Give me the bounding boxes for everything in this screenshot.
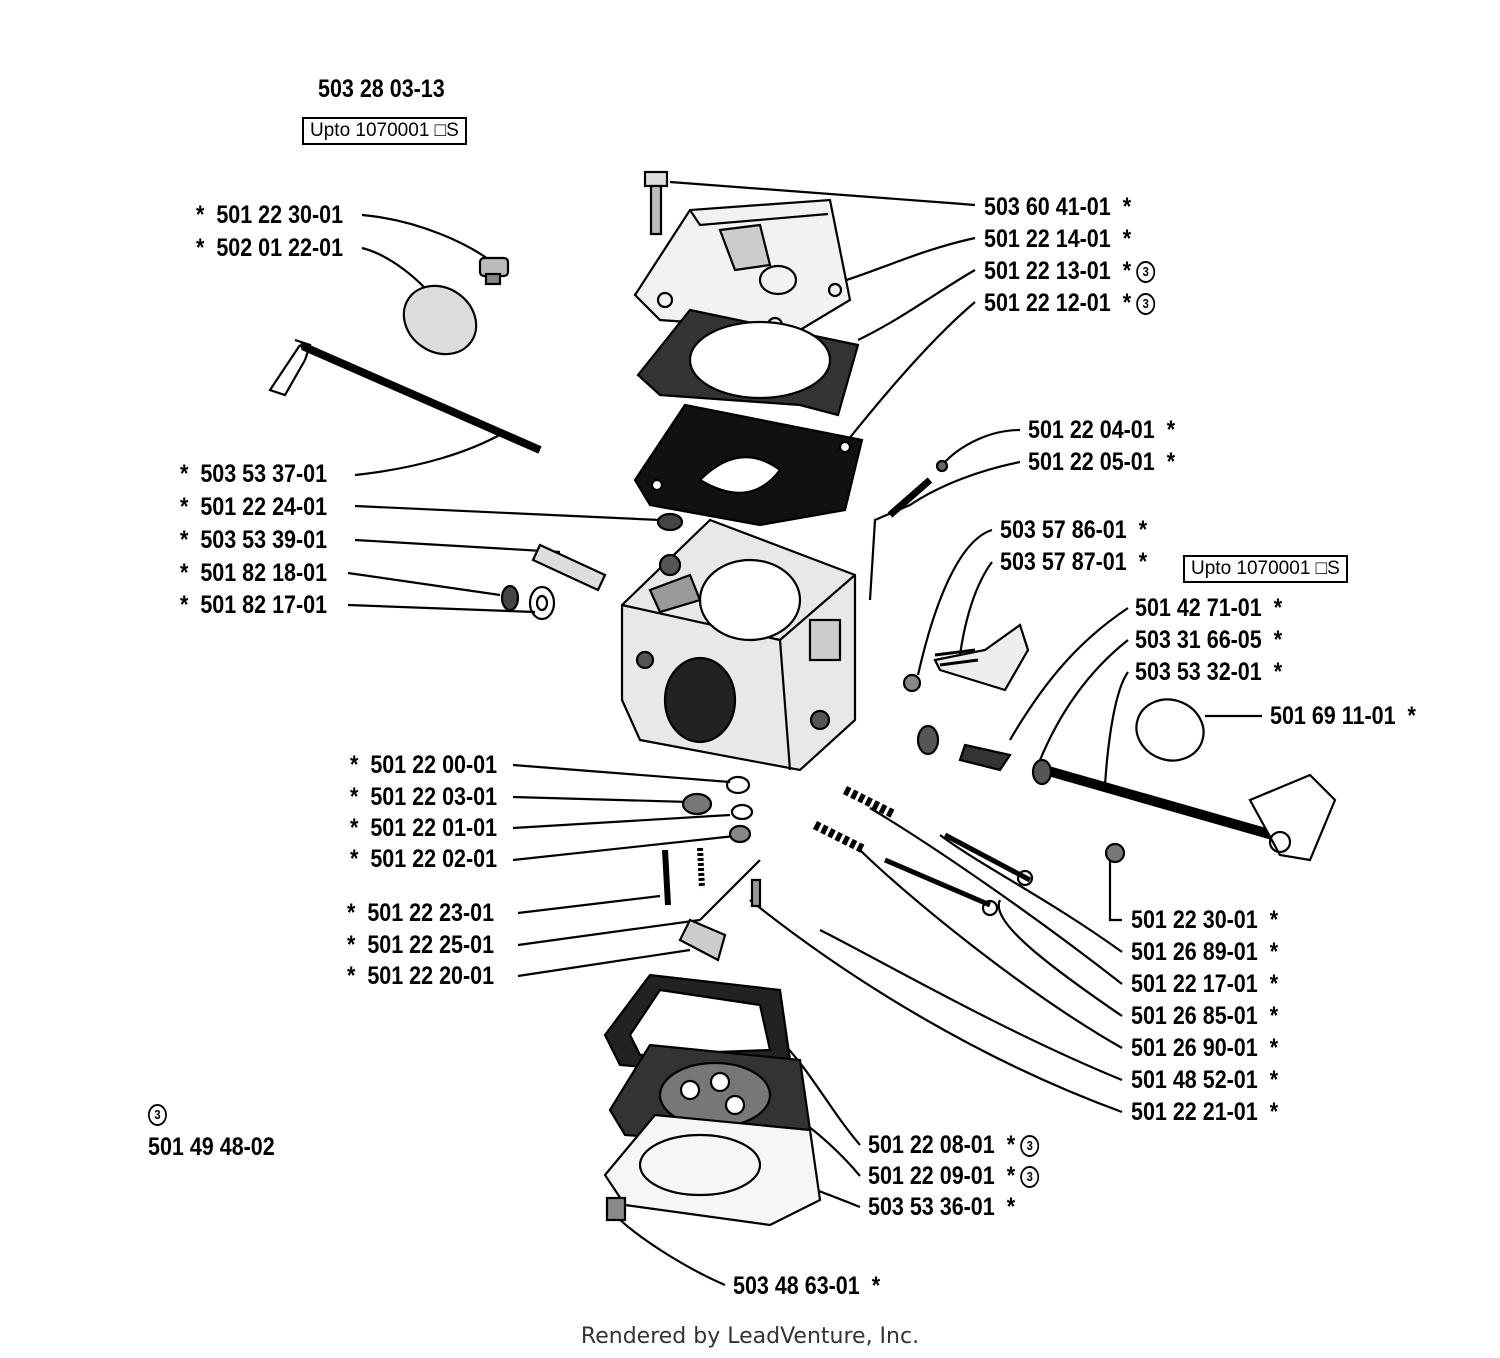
pump-gasket	[633, 403, 864, 527]
part-label[interactable]: 501 69 11-01 *	[1270, 702, 1416, 730]
marker-symbol: 3	[148, 1104, 167, 1127]
part-label[interactable]: * 502 01 22-01	[196, 234, 344, 262]
left-washers	[500, 512, 684, 621]
part-label[interactable]: * 503 53 37-01	[180, 460, 328, 488]
part-label[interactable]: 501 22 04-01 *	[1028, 416, 1176, 444]
serial-range-note: Upto 1070001 □S	[302, 117, 467, 145]
part-label[interactable]: 501 22 05-01 *	[1028, 448, 1176, 476]
repair-kit-number: 501 49 48-02	[148, 1133, 275, 1161]
part-label[interactable]: 503 48 63-01 *	[733, 1272, 881, 1300]
marker-symbol: 3	[1020, 1166, 1040, 1189]
top-cover	[633, 198, 852, 334]
marker-symbol: 3	[1020, 1135, 1040, 1158]
serial-range-note-right: Upto 1070001 □S	[1183, 555, 1348, 583]
part-label[interactable]: 501 42 71-01 *	[1135, 594, 1283, 622]
adjust-springs	[812, 785, 1034, 917]
idle-adjust-screw	[902, 623, 1030, 693]
part-label[interactable]: 501 26 89-01 *	[1131, 938, 1279, 966]
part-label[interactable]: 501 22 08-01 *3	[868, 1131, 1040, 1159]
marker-symbol: 3	[1136, 293, 1156, 316]
metering-gasket	[603, 973, 792, 1077]
inlet-needle-spring	[887, 459, 949, 518]
part-label[interactable]: * 501 22 03-01	[350, 783, 498, 811]
part-label[interactable]: 501 26 85-01 *	[1131, 1002, 1279, 1030]
part-label[interactable]: 501 22 30-01 *	[1131, 906, 1279, 934]
part-label[interactable]: * 501 22 23-01	[347, 899, 495, 927]
part-label[interactable]: * 501 22 00-01	[350, 751, 498, 779]
part-label[interactable]: 503 60 41-01 *	[984, 193, 1132, 221]
repair-kit-marker: 3	[148, 1100, 167, 1128]
choke-shaft	[268, 338, 542, 454]
pump-diaphragm	[636, 308, 860, 417]
part-label[interactable]: 503 57 87-01 *	[1000, 548, 1148, 576]
part-label[interactable]: * 501 22 02-01	[350, 845, 498, 873]
part-label[interactable]: 501 22 13-01 *3	[984, 257, 1156, 285]
part-label[interactable]: * 501 82 17-01	[180, 591, 328, 619]
kit-number-title: 503 28 03-13	[318, 75, 445, 103]
part-label[interactable]: 501 26 90-01 *	[1131, 1034, 1279, 1062]
part-label[interactable]: * 501 22 24-01	[180, 493, 328, 521]
carburetor-body	[620, 518, 857, 772]
leader-lines	[347, 180, 1262, 1287]
footer-credit: Rendered by LeadVenture, Inc.	[580, 1324, 920, 1349]
part-label[interactable]: * 501 22 01-01	[350, 814, 498, 842]
part-label[interactable]: 501 22 12-01 *3	[984, 289, 1156, 317]
part-label[interactable]: 501 22 17-01 *	[1131, 970, 1279, 998]
part-label[interactable]: 501 48 52-01 *	[1131, 1066, 1279, 1094]
throttle-shaft	[916, 698, 1337, 864]
part-label[interactable]: * 501 22 25-01	[347, 931, 495, 959]
choke-plate	[402, 284, 478, 356]
part-label[interactable]: 501 22 09-01 *3	[868, 1162, 1040, 1190]
part-label[interactable]: 501 22 14-01 *	[984, 225, 1132, 253]
part-label[interactable]: 503 53 32-01 *	[1135, 658, 1283, 686]
choke-screw	[478, 256, 510, 286]
bottom-screw	[605, 1196, 627, 1222]
part-label[interactable]: * 501 22 20-01	[347, 962, 495, 990]
part-label[interactable]: * 501 82 18-01	[180, 559, 328, 587]
part-label[interactable]: 501 22 21-01 *	[1131, 1098, 1279, 1126]
metering-parts	[662, 775, 762, 962]
part-label[interactable]: * 501 22 30-01	[196, 201, 344, 229]
top-screw	[643, 170, 669, 236]
marker-symbol: 3	[1136, 261, 1156, 284]
part-label[interactable]: * 503 53 39-01	[180, 526, 328, 554]
part-label[interactable]: 503 31 66-05 *	[1135, 626, 1283, 654]
part-label[interactable]: 503 57 86-01 *	[1000, 516, 1148, 544]
part-label[interactable]: 503 53 36-01 *	[868, 1193, 1016, 1221]
